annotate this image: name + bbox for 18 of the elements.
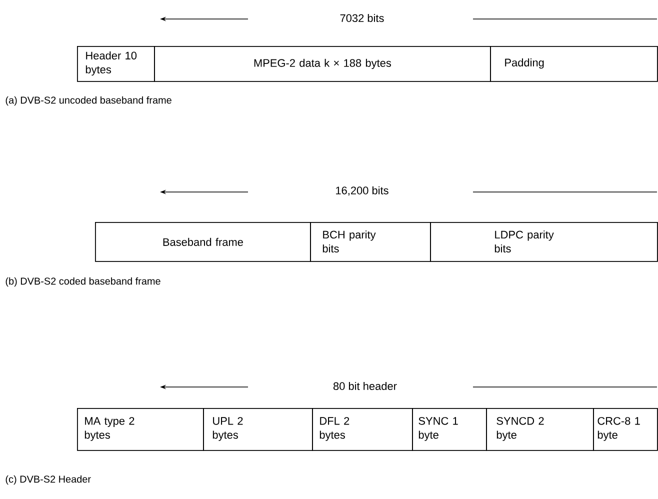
- frame-cell: Baseband frame: [95, 222, 311, 262]
- dimension-label: 80 bit header: [333, 382, 397, 390]
- frame-cell: SYNC 1 byte: [412, 408, 487, 451]
- dimension-label: 7032 bits: [340, 14, 384, 22]
- frame-cell: DFL 2 bytes: [312, 408, 413, 451]
- frame-cell: LDPC parity bits: [430, 222, 658, 262]
- dimension-label: 16,200 bits: [336, 186, 388, 196]
- frame-cell: MA type 2 bytes: [77, 408, 204, 451]
- frame-cell: UPL 2 bytes: [203, 408, 313, 451]
- caption: (c) DVB-S2 Header: [6, 475, 91, 485]
- frame-cell: Header 10 bytes: [77, 46, 155, 82]
- frame-cell: MPEG-2 data k × 188 bytes: [154, 46, 491, 82]
- frame-cell: Padding: [490, 46, 658, 82]
- caption: (a) DVB-S2 uncoded baseband frame: [6, 96, 172, 106]
- frame-cell: BCH parity bits: [310, 222, 431, 262]
- caption: (b) DVB-S2 coded baseband frame: [6, 277, 160, 287]
- frame-cell: CRC-8 1 byte: [593, 408, 658, 451]
- frame-cell: SYNCD 2 byte: [486, 408, 594, 451]
